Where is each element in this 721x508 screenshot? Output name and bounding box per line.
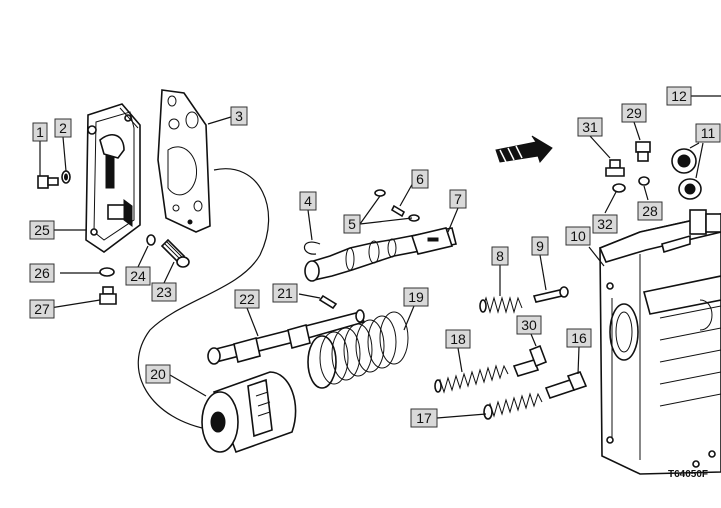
callout-26: 26 [29, 263, 55, 283]
part-4-snap-ring [303, 241, 321, 255]
callout-4-text: 4 [304, 193, 312, 209]
callout-21: 21 [272, 283, 298, 303]
part-31-plug [605, 159, 625, 177]
callout-7: 7 [449, 189, 467, 209]
callout-5-text: 5 [348, 216, 356, 232]
callout-29-text: 29 [626, 105, 642, 121]
callout-1: 1 [32, 122, 48, 142]
callout-3-text: 3 [235, 108, 243, 124]
callout-11-text: 11 [701, 125, 716, 141]
callout-8-text: 8 [496, 248, 504, 264]
callout-20-text: 20 [150, 366, 166, 382]
callout-32-text: 32 [597, 216, 613, 232]
callout-31: 31 [577, 117, 603, 137]
callout-22-text: 22 [239, 291, 255, 307]
callout-10-text: 10 [570, 228, 586, 244]
part-2-washer [61, 170, 71, 184]
part-5-clips [374, 189, 420, 222]
part-25-cover-housing [85, 103, 141, 253]
part-18-spring [434, 364, 509, 394]
callout-18-text: 18 [450, 331, 466, 347]
callout-23: 23 [151, 282, 177, 302]
part-3-gasket [157, 89, 211, 233]
callout-2-text: 2 [59, 120, 67, 136]
callout-32: 32 [592, 214, 618, 234]
part-23-plug [160, 238, 190, 268]
part-30-plunger [512, 344, 548, 377]
connector-line [137, 168, 270, 431]
callout-8: 8 [491, 246, 509, 266]
part-24-o-ring [146, 234, 156, 246]
callout-24: 24 [125, 266, 151, 286]
callout-5: 5 [343, 214, 361, 234]
callout-28-text: 28 [642, 203, 658, 219]
part-27-plug [99, 286, 117, 305]
callout-28: 28 [637, 201, 663, 221]
direction-arrow [495, 135, 553, 163]
callout-31-text: 31 [582, 119, 598, 135]
callout-3: 3 [230, 106, 248, 126]
callout-27: 27 [29, 299, 55, 319]
part-32-o-ring [612, 183, 626, 193]
callout-23-text: 23 [156, 284, 172, 300]
figure-code: T64050F [668, 469, 708, 480]
callout-9-text: 9 [536, 238, 544, 254]
callout-27-text: 27 [34, 301, 50, 317]
callout-11: 11 [695, 123, 721, 143]
callout-19-text: 19 [408, 289, 424, 305]
callout-26-text: 26 [34, 265, 50, 281]
callout-20: 20 [145, 364, 171, 384]
callout-6-text: 6 [416, 171, 424, 187]
part-8-spring [479, 296, 523, 314]
callout-29: 29 [621, 103, 647, 123]
part-19-spring [307, 311, 409, 389]
part-22-rod [207, 309, 366, 365]
callout-12: 12 [666, 86, 692, 106]
part-28-o-ring [638, 176, 650, 186]
part-17-spring [483, 392, 543, 420]
callout-30-text: 30 [521, 317, 537, 333]
part-21-pin [318, 294, 338, 310]
callout-18: 18 [445, 329, 471, 349]
part-7-valve-spool [304, 227, 457, 282]
callout-19: 19 [403, 287, 429, 307]
part-16-pin [544, 371, 588, 399]
callout-25: 25 [29, 220, 55, 240]
part-10-valve-housing [598, 209, 721, 475]
callout-4: 4 [299, 191, 317, 211]
leader-lines [39, 95, 721, 419]
callout-17: 17 [410, 408, 438, 428]
callout-17-text: 17 [416, 410, 432, 426]
part-29-plug [635, 141, 651, 162]
callout-12-text: 12 [671, 88, 687, 104]
part-6-pin [390, 204, 406, 218]
callout-9: 9 [531, 236, 549, 256]
part-1-cap-screw [37, 175, 59, 189]
callout-24-text: 24 [130, 268, 146, 284]
callout-2: 2 [54, 118, 72, 138]
callout-16: 16 [566, 328, 592, 348]
part-20-piston [201, 371, 297, 454]
callout-30: 30 [516, 315, 542, 335]
callout-16-text: 16 [571, 330, 587, 346]
part-11-bushings [671, 148, 702, 200]
part-9-pin [532, 286, 569, 303]
callout-6: 6 [411, 169, 429, 189]
callout-10: 10 [565, 226, 591, 246]
callout-21-text: 21 [277, 285, 293, 301]
part-26-o-ring [99, 267, 115, 277]
callout-1-text: 1 [36, 124, 44, 140]
callout-7-text: 7 [454, 191, 462, 207]
callout-25-text: 25 [34, 222, 50, 238]
callout-22: 22 [234, 289, 260, 309]
